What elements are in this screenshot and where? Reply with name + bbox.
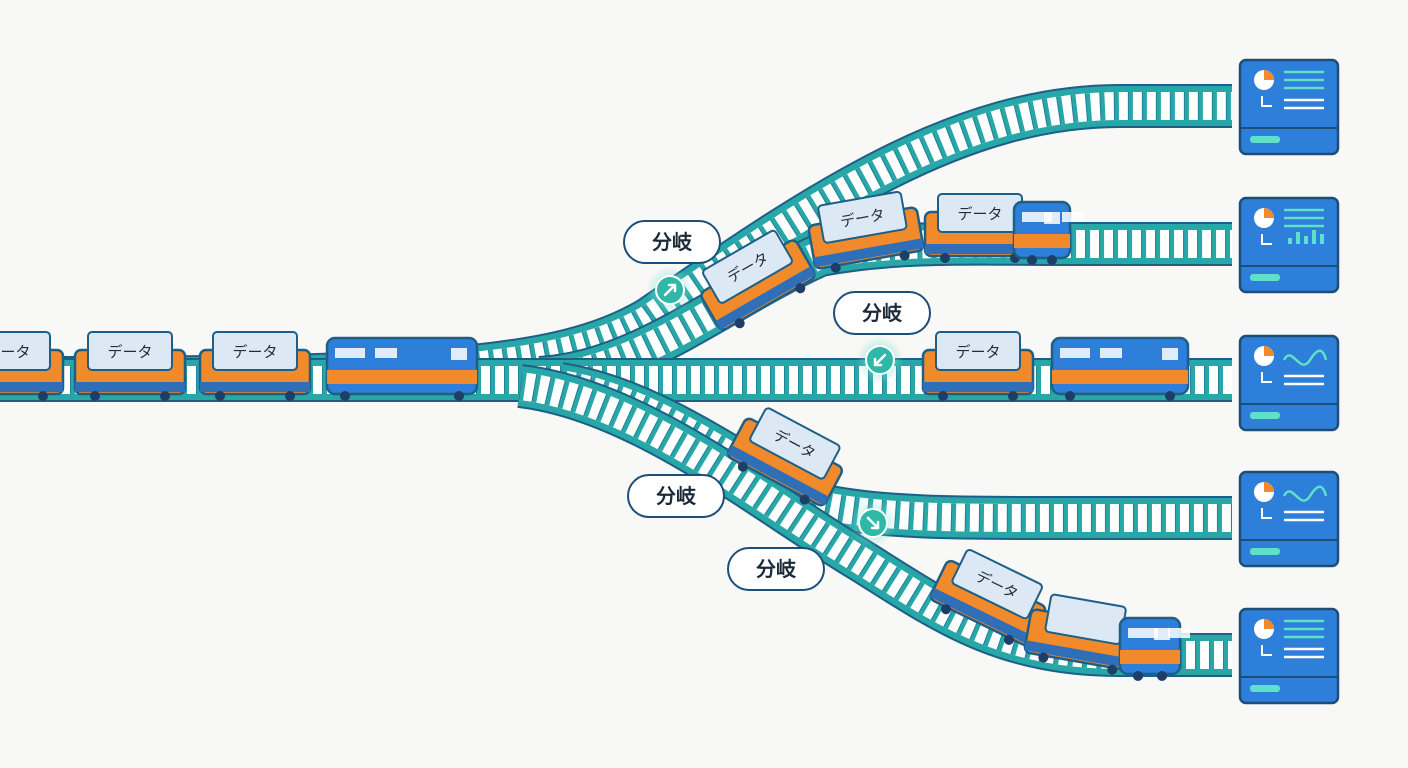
- cargo-car-upper-1: データ: [700, 229, 816, 331]
- locomotive-main: [325, 336, 479, 401]
- branch-label-text: 分岐: [862, 301, 902, 325]
- cargo-car-main-1: データ: [0, 331, 65, 401]
- branch-label-text: 分岐: [756, 557, 796, 581]
- arrow-up-right-icon: [646, 266, 694, 314]
- cargo-car-lower-1: データ: [726, 407, 844, 507]
- locomotive-track2: [1012, 200, 1084, 265]
- branch-label-3: 分岐: [627, 474, 725, 518]
- cargo-car-main-3: データ: [198, 331, 312, 401]
- dashboard-layer: [1238, 58, 1340, 705]
- dashboard-4: [1238, 470, 1340, 568]
- cargo-label-box: [702, 229, 793, 304]
- cargo-label-box: [951, 548, 1043, 620]
- dashboard-1: [1238, 58, 1340, 156]
- cargo-car-lower-3: [1023, 593, 1141, 675]
- cargo-car-lower-2: データ: [929, 548, 1047, 647]
- cargo-car-upper-2: データ: [807, 190, 925, 273]
- cargo-label-box: [0, 331, 51, 371]
- switch-layer: [646, 266, 904, 547]
- cargo-label-box: [817, 190, 908, 244]
- cargo-label: データ: [232, 343, 277, 361]
- branch-label-4: 分岐: [727, 547, 825, 591]
- branch-label-text: 分岐: [652, 230, 692, 254]
- locomotive-track5: [1118, 616, 1190, 681]
- cargo-label-box: [212, 331, 298, 371]
- cargo-label-box: [935, 331, 1021, 371]
- branch-label-1: 分岐: [623, 220, 721, 264]
- arrow-down-left-icon: [856, 336, 904, 384]
- cargo-label: データ: [0, 343, 31, 361]
- dashboard-3: [1238, 334, 1340, 432]
- cargo-car-main-2: データ: [73, 331, 187, 401]
- cargo-label: データ: [107, 343, 152, 361]
- cargo-label: データ: [955, 343, 1000, 361]
- cargo-label-box: [749, 407, 841, 480]
- cargo-label-box: [87, 331, 173, 371]
- cargo-car-track3: データ: [921, 331, 1035, 401]
- train-layer: データデータデータデータデータデータデータデータデータ: [0, 190, 1190, 681]
- branch-label-2: 分岐: [833, 291, 931, 335]
- branch-label-text: 分岐: [656, 484, 696, 508]
- dashboard-2: [1238, 196, 1340, 294]
- arrow-down-right-icon: [849, 499, 897, 547]
- cargo-label: データ: [957, 205, 1002, 223]
- dashboard-5: [1238, 607, 1340, 705]
- locomotive-track3: [1050, 336, 1190, 401]
